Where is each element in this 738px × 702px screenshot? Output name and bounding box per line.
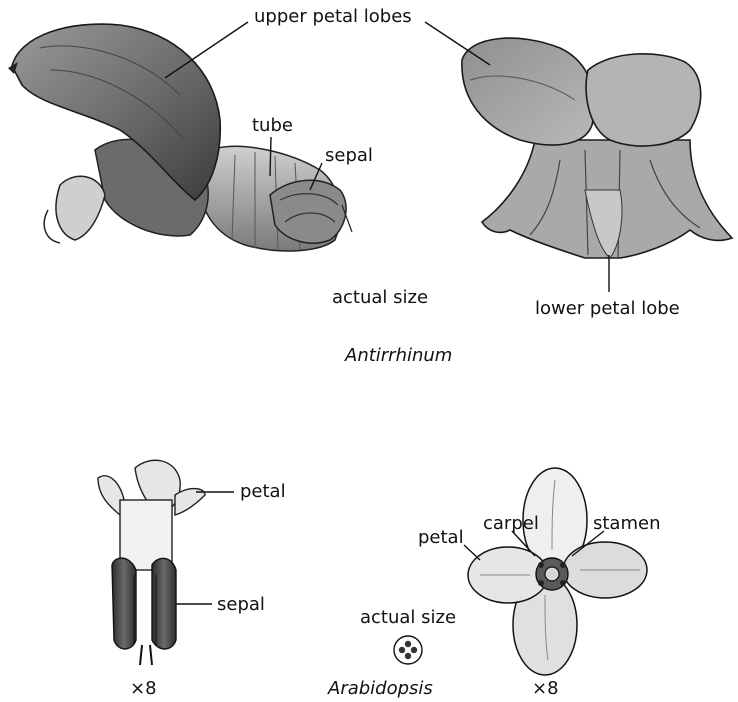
label-carpel: carpel (483, 515, 539, 533)
label-magnification-top: ×8 (532, 680, 559, 698)
label-tube: tube (252, 117, 293, 135)
antirrhinum-side-view (8, 24, 352, 251)
label-arabidopsis-top-petal: petal (418, 529, 464, 547)
arabidopsis-sepal-shape (112, 558, 136, 649)
label-arabidopsis-actual-size: actual size (360, 609, 456, 627)
label-arabidopsis-side-petal: petal (240, 483, 286, 501)
label-antirrhinum-actual-size: actual size (332, 289, 428, 307)
label-lower-petal-lobe: lower petal lobe (535, 300, 680, 318)
species-name-antirrhinum: Antirrhinum (345, 347, 452, 365)
label-upper-petal-lobes: upper petal lobes (254, 8, 412, 26)
label-stamen: stamen (593, 515, 660, 533)
species-name-arabidopsis: Arabidopsis (328, 680, 433, 698)
arabidopsis-actual-size-icon (394, 636, 422, 664)
label-antirrhinum-sepal: sepal (325, 147, 373, 165)
arabidopsis-top-view (468, 468, 647, 675)
label-magnification-side: ×8 (130, 680, 157, 698)
antirrhinum-front-view (462, 38, 732, 258)
label-arabidopsis-sepal: sepal (217, 596, 265, 614)
arabidopsis-side-view (98, 460, 205, 665)
